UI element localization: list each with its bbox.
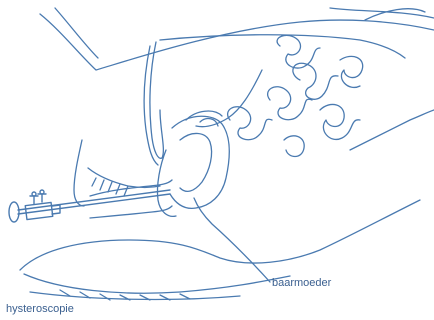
bowel-loop — [284, 136, 304, 157]
valve-knob — [40, 190, 44, 194]
uterus-outline — [170, 116, 229, 208]
peritoneum-inner-line — [144, 46, 158, 165]
back-contour — [350, 110, 434, 150]
valve-port — [30, 196, 38, 204]
valve-knob — [32, 192, 36, 196]
bowel-loop — [340, 56, 363, 87]
organ-label: baarmoeder — [272, 277, 331, 289]
buttock-line — [24, 274, 290, 293]
pubic-line — [88, 168, 160, 188]
abdominal-wall-line — [40, 14, 434, 70]
valve-port — [38, 194, 46, 202]
uterus-inner-cavity — [180, 133, 212, 191]
lower-body-contour — [20, 200, 420, 270]
procedure-label: hysteroscopie — [6, 303, 74, 315]
outline-lines — [20, 8, 434, 300]
bowel-loop — [320, 104, 360, 139]
bladder-line — [74, 140, 84, 206]
peritoneum-loop — [150, 42, 163, 158]
hysteroscope — [9, 190, 170, 222]
eyepiece — [9, 202, 19, 222]
label-leader-line — [194, 198, 270, 282]
bowel-loop — [293, 63, 338, 99]
vaginal-canal-lower — [90, 206, 172, 218]
vaginal-canal-upper — [90, 180, 172, 196]
bowel-loop — [228, 107, 272, 140]
peritoneum-line — [160, 35, 405, 58]
